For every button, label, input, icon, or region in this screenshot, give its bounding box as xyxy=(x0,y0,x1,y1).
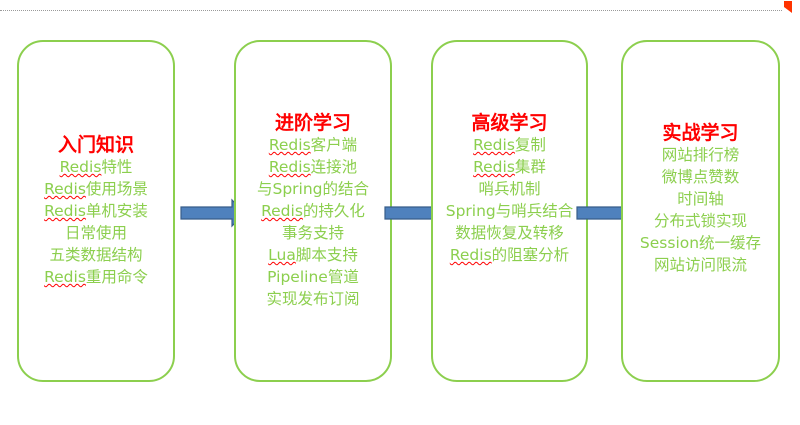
stage-item: Pipeline管道 xyxy=(267,268,359,286)
stage-item: Redis的阻塞分析 xyxy=(449,246,570,264)
spellcheck-underline: Redis xyxy=(473,136,515,154)
stage-item: 网站访问限流 xyxy=(653,256,747,274)
stage-item: 与Spring的结合 xyxy=(256,180,370,198)
stage-item-list: Redis复制 Redis集群 哨兵机制 Spring与哨兵结合 数据恢复及转移… xyxy=(445,134,574,266)
stage-item: Redis复制 xyxy=(473,136,546,154)
stage-item-list: Redis客户端 Redis连接池 与Spring的结合 Redis的持久化 事… xyxy=(242,134,384,310)
spellcheck-underline: Redis xyxy=(44,268,86,286)
spellcheck-underline: Redis xyxy=(44,180,86,198)
stage-item: 事务支持 xyxy=(281,224,344,242)
corner-flag-icon xyxy=(784,1,792,13)
top-dotted-line xyxy=(0,10,782,11)
spellcheck-underline: Redis xyxy=(268,158,311,176)
stage-box-practice: 实战学习 网站排行榜 微博点赞数 时间轴 分布式锁实现 Session统一缓存 … xyxy=(621,40,780,382)
stage-item: Redis特性 xyxy=(59,158,133,176)
stage-title: 实战学习 xyxy=(662,122,739,144)
stage-item: Spring与哨兵结合 xyxy=(445,202,574,220)
stage-item-list: 网站排行榜 微博点赞数 时间轴 分布式锁实现 Session统一缓存 网站访问限… xyxy=(637,144,764,276)
spellcheck-underline: Redis xyxy=(449,246,492,264)
stage-title: 高级学习 xyxy=(471,112,548,134)
stage-box-beginner: 入门知识 Redis特性 Redis使用场景 Redis单机安装 日常使用 五类… xyxy=(17,40,175,382)
stage-item: 分布式锁实现 xyxy=(653,212,747,230)
stage-item: 数据恢复及转移 xyxy=(455,224,564,242)
spellcheck-underline: Lua xyxy=(268,246,296,264)
stage-item: Redis的持久化 xyxy=(261,202,365,220)
spellcheck-underline: Redis xyxy=(473,158,515,176)
stage-item: 五类数据结构 xyxy=(49,246,143,264)
stage-item: 日常使用 xyxy=(64,224,127,242)
stage-item: Redis连接池 xyxy=(268,158,358,176)
stage-item: 实现发布订阅 xyxy=(266,290,360,308)
spellcheck-underline: Redis xyxy=(44,202,86,220)
stage-item: Redis客户端 xyxy=(268,136,358,154)
stage-box-expert: 高级学习 Redis复制 Redis集群 哨兵机制 Spring与哨兵结合 数据… xyxy=(431,40,588,382)
stage-title: 入门知识 xyxy=(57,134,134,156)
stage-item: 微博点赞数 xyxy=(661,168,740,186)
stage-item: Redis重用命令 xyxy=(44,268,148,286)
stage-item: Redis单机安装 xyxy=(44,202,148,220)
stage-item: Redis集群 xyxy=(473,158,546,176)
stage-item: Session统一缓存 xyxy=(639,234,762,252)
stage-title: 进阶学习 xyxy=(274,112,351,134)
spellcheck-underline: Redis xyxy=(59,158,102,176)
stage-item-list: Redis特性 Redis使用场景 Redis单机安装 日常使用 五类数据结构 … xyxy=(25,156,167,288)
stage-item: 网站排行榜 xyxy=(661,146,740,164)
stage-item: 哨兵机制 xyxy=(478,180,541,198)
stage-item: Lua脚本支持 xyxy=(268,246,358,264)
stage-box-advanced: 进阶学习 Redis客户端 Redis连接池 与Spring的结合 Redis的… xyxy=(234,40,392,382)
stage-item: Redis使用场景 xyxy=(44,180,148,198)
spellcheck-underline: Redis xyxy=(261,202,303,220)
spellcheck-underline: Redis xyxy=(268,136,311,154)
stage-item: 时间轴 xyxy=(677,190,724,208)
